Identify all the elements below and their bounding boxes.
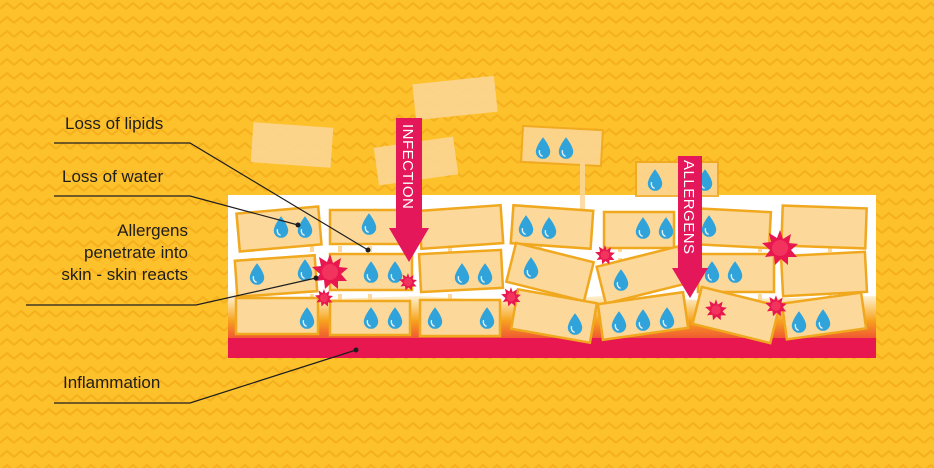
allergens-label: Allergens penetrate into skin - skin rea… [22, 220, 188, 286]
cell [781, 252, 867, 296]
cell [419, 205, 503, 249]
loss-of-water-label: Loss of water [62, 166, 163, 188]
inflammation-label: Inflammation [63, 372, 160, 394]
allergens-arrow-label: ALLERGENS [680, 160, 697, 255]
loss-of-lipids-label: Loss of lipids [65, 113, 163, 135]
allergens-label-line3: skin - skin reacts [22, 264, 188, 286]
allergens-label-line2: penetrate into [22, 242, 188, 264]
allergens-label-line1: Allergens [22, 220, 188, 242]
infection-arrow-label: INFECTION [399, 124, 416, 209]
cell [781, 206, 866, 249]
